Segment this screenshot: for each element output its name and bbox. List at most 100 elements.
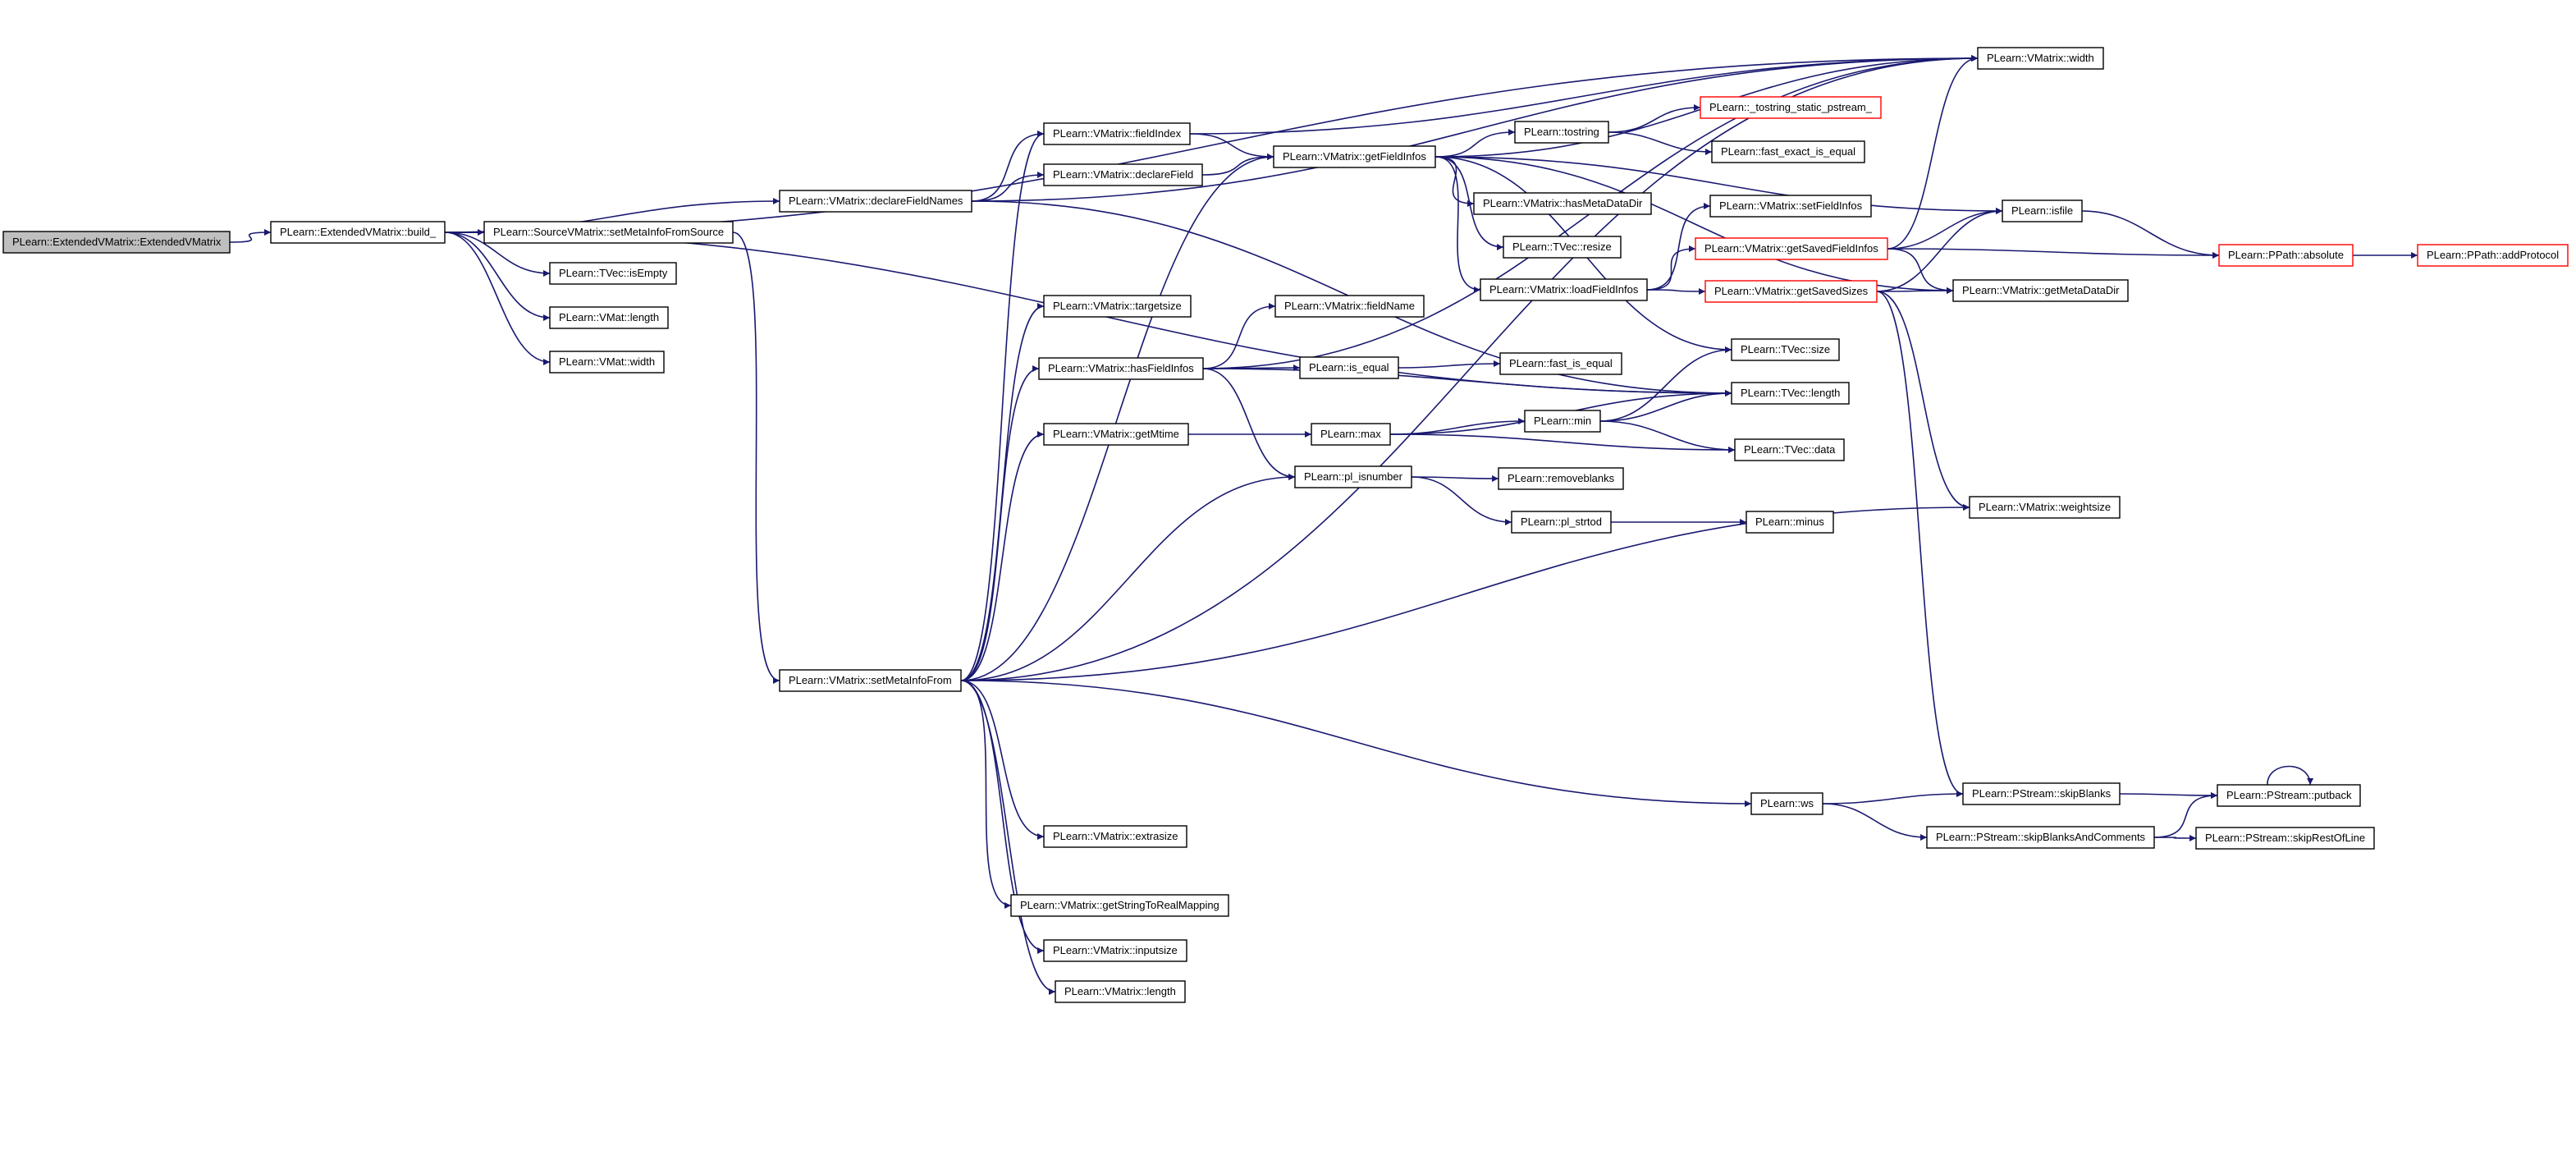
node-addProtocol[interactable]: PLearn::PPath::addProtocol: [2417, 244, 2569, 267]
node-box: [1055, 980, 1186, 1003]
node-box: [1695, 237, 1888, 260]
node-inputsize[interactable]: PLearn::VMatrix::inputsize: [1043, 939, 1187, 962]
node-setFI[interactable]: PLearn::VMatrix::setFieldInfos: [1709, 195, 1872, 218]
node-fieldName[interactable]: PLearn::VMatrix::fieldName: [1274, 295, 1425, 318]
node-label: PLearn::is_equal: [1309, 361, 1389, 374]
node-weightsize[interactable]: PLearn::VMatrix::weightsize: [1969, 496, 2121, 519]
node-label: PLearn::TVec::resize: [1512, 241, 1612, 253]
node-box: [1524, 410, 1601, 433]
node-vmLength[interactable]: PLearn::VMatrix::length: [1055, 980, 1186, 1003]
node-tvecLength[interactable]: PLearn::TVec::length: [1731, 382, 1850, 405]
edge-svm-to-setMeta: [732, 232, 780, 684]
edge-setMeta-to-ws: [960, 680, 1752, 807]
node-box: [1746, 511, 1834, 534]
edge-setMeta-to-hasFI: [960, 365, 1040, 681]
node-label: PLearn::fast_is_equal: [1509, 357, 1613, 369]
edge-hasFI-to-plIsNum: [1202, 368, 1296, 480]
node-putback[interactable]: PLearn::PStream::putback: [2217, 784, 2361, 807]
edge-getSS-to-weightsize: [1876, 291, 1970, 511]
node-label: PLearn::VMatrix::inputsize: [1053, 944, 1178, 956]
node-box: [1734, 438, 1845, 461]
node-declField[interactable]: PLearn::VMatrix::declareField: [1043, 163, 1203, 186]
edge-getFI-to-hasMDD: [1434, 156, 1475, 207]
node-isEqual[interactable]: PLearn::is_equal: [1299, 356, 1399, 379]
node-tvecData[interactable]: PLearn::TVec::data: [1734, 438, 1845, 461]
node-svm[interactable]: PLearn::SourceVMatrix::setMetaInfoFromSo…: [483, 221, 734, 244]
node-tsp[interactable]: PLearn::_tostring_static_pstream_: [1700, 96, 1882, 119]
node-isfile[interactable]: PLearn::isfile: [2002, 199, 2083, 222]
node-minus[interactable]: PLearn::minus: [1746, 511, 1834, 534]
node-box: [1700, 96, 1882, 119]
node-isEmpty[interactable]: PLearn::TVec::isEmpty: [549, 262, 677, 285]
node-box: [1273, 145, 1436, 168]
edge-isEqual-to-fastEq: [1398, 360, 1501, 369]
edge-plIsNum-to-removeblanks: [1411, 474, 1499, 482]
node-declFN[interactable]: PLearn::VMatrix::declareFieldNames: [779, 190, 972, 213]
node-resize[interactable]: PLearn::TVec::resize: [1503, 236, 1622, 259]
edge-fieldIndex-to-getFI: [1189, 133, 1274, 160]
edges-layer: [229, 55, 2418, 995]
node-tostring[interactable]: PLearn::tostring: [1514, 121, 1609, 144]
node-label: PLearn::VMatrix::extrasize: [1053, 830, 1178, 842]
node-box: [1514, 121, 1609, 144]
node-min[interactable]: PLearn::min: [1524, 410, 1601, 433]
node-max[interactable]: PLearn::max: [1311, 423, 1391, 446]
node-label: PLearn::VMatrix::loadFieldInfos: [1489, 283, 1639, 296]
edge-getSS-to-skipBlanks: [1876, 291, 1964, 797]
node-label: PLearn::VMatrix::declareFieldNames: [789, 195, 963, 207]
node-label: PLearn::PPath::addProtocol: [2427, 249, 2559, 261]
node-evm[interactable]: PLearn::ExtendedVMatrix::ExtendedVMatrix: [2, 231, 231, 254]
node-build[interactable]: PLearn::ExtendedVMatrix::build_: [270, 221, 446, 244]
node-getSS[interactable]: PLearn::VMatrix::getSavedSizes: [1704, 280, 1878, 303]
node-label: PLearn::VMatrix::declareField: [1053, 168, 1193, 181]
node-fieldIndex[interactable]: PLearn::VMatrix::fieldIndex: [1043, 122, 1191, 145]
node-getSFI[interactable]: PLearn::VMatrix::getSavedFieldInfos: [1695, 237, 1888, 260]
node-absolute[interactable]: PLearn::PPath::absolute: [2218, 244, 2354, 267]
node-plIsNum[interactable]: PLearn::pl_isnumber: [1294, 465, 1412, 488]
node-vmWidth[interactable]: PLearn::VMatrix::width: [1977, 47, 2104, 70]
node-skipBlanks[interactable]: PLearn::PStream::skipBlanks: [1962, 782, 2121, 805]
edge-declFN-to-declField: [971, 172, 1045, 202]
node-targetsize[interactable]: PLearn::VMatrix::targetsize: [1043, 295, 1192, 318]
node-vmatLen[interactable]: PLearn::VMat::length: [549, 306, 669, 329]
node-removeblanks[interactable]: PLearn::removeblanks: [1498, 467, 1624, 490]
node-label: PLearn::VMatrix::hasMetaDataDir: [1483, 197, 1643, 209]
node-box: [1750, 792, 1823, 815]
node-box: [270, 221, 446, 244]
node-ws[interactable]: PLearn::ws: [1750, 792, 1823, 815]
node-hasMDD[interactable]: PLearn::VMatrix::hasMetaDataDir: [1473, 192, 1652, 215]
node-box: [779, 669, 962, 692]
node-vmatWidth[interactable]: PLearn::VMat::width: [549, 351, 665, 374]
node-getStr[interactable]: PLearn::VMatrix::getStringToRealMapping: [1010, 894, 1229, 917]
node-hasFI[interactable]: PLearn::VMatrix::hasFieldInfos: [1038, 357, 1204, 380]
node-skipROL[interactable]: PLearn::PStream::skipRestOfLine: [2195, 827, 2375, 850]
edge-setMeta-to-getFI: [960, 154, 1274, 681]
node-fastExact[interactable]: PLearn::fast_exact_is_equal: [1711, 140, 1865, 163]
edge-skipBAC-to-putback: [2153, 792, 2218, 838]
node-getMtime[interactable]: PLearn::VMatrix::getMtime: [1043, 423, 1189, 446]
node-box: [1977, 47, 2104, 70]
node-setMeta[interactable]: PLearn::VMatrix::setMetaInfoFrom: [779, 669, 962, 692]
node-fastEq[interactable]: PLearn::fast_is_equal: [1499, 352, 1622, 375]
node-skipBAC[interactable]: PLearn::PStream::skipBlanksAndComments: [1926, 826, 2155, 849]
edge-declFN-to-fieldIndex: [971, 131, 1045, 202]
edge-ws-to-skipBAC: [1822, 803, 1928, 841]
node-label: PLearn::VMat::length: [559, 311, 659, 323]
node-label: PLearn::VMatrix::length: [1064, 985, 1176, 997]
node-label: PLearn::VMatrix::getMtime: [1053, 428, 1179, 440]
node-label: PLearn::VMatrix::getMetaDataDir: [1962, 284, 2120, 296]
node-getFI[interactable]: PLearn::VMatrix::getFieldInfos: [1273, 145, 1436, 168]
node-tvecSize[interactable]: PLearn::TVec::size: [1731, 338, 1840, 361]
node-box: [1299, 356, 1399, 379]
node-extrasize[interactable]: PLearn::VMatrix::extrasize: [1043, 825, 1187, 848]
edge-setMeta-to-vmLength: [960, 680, 1056, 995]
edge-getFI-to-tostring: [1434, 129, 1516, 158]
node-label: PLearn::VMatrix::getSavedFieldInfos: [1704, 242, 1878, 254]
node-getMDD[interactable]: PLearn::VMatrix::getMetaDataDir: [1952, 279, 2129, 302]
node-box: [1969, 496, 2121, 519]
edge-skipBlanks-to-putback: [2119, 791, 2218, 799]
node-loadFI[interactable]: PLearn::VMatrix::loadFieldInfos: [1480, 278, 1648, 301]
node-strtod[interactable]: PLearn::pl_strtod: [1511, 511, 1612, 534]
node-label: PLearn::PStream::skipBlanksAndComments: [1936, 831, 2146, 843]
edge-getFI-to-resize: [1434, 156, 1504, 250]
